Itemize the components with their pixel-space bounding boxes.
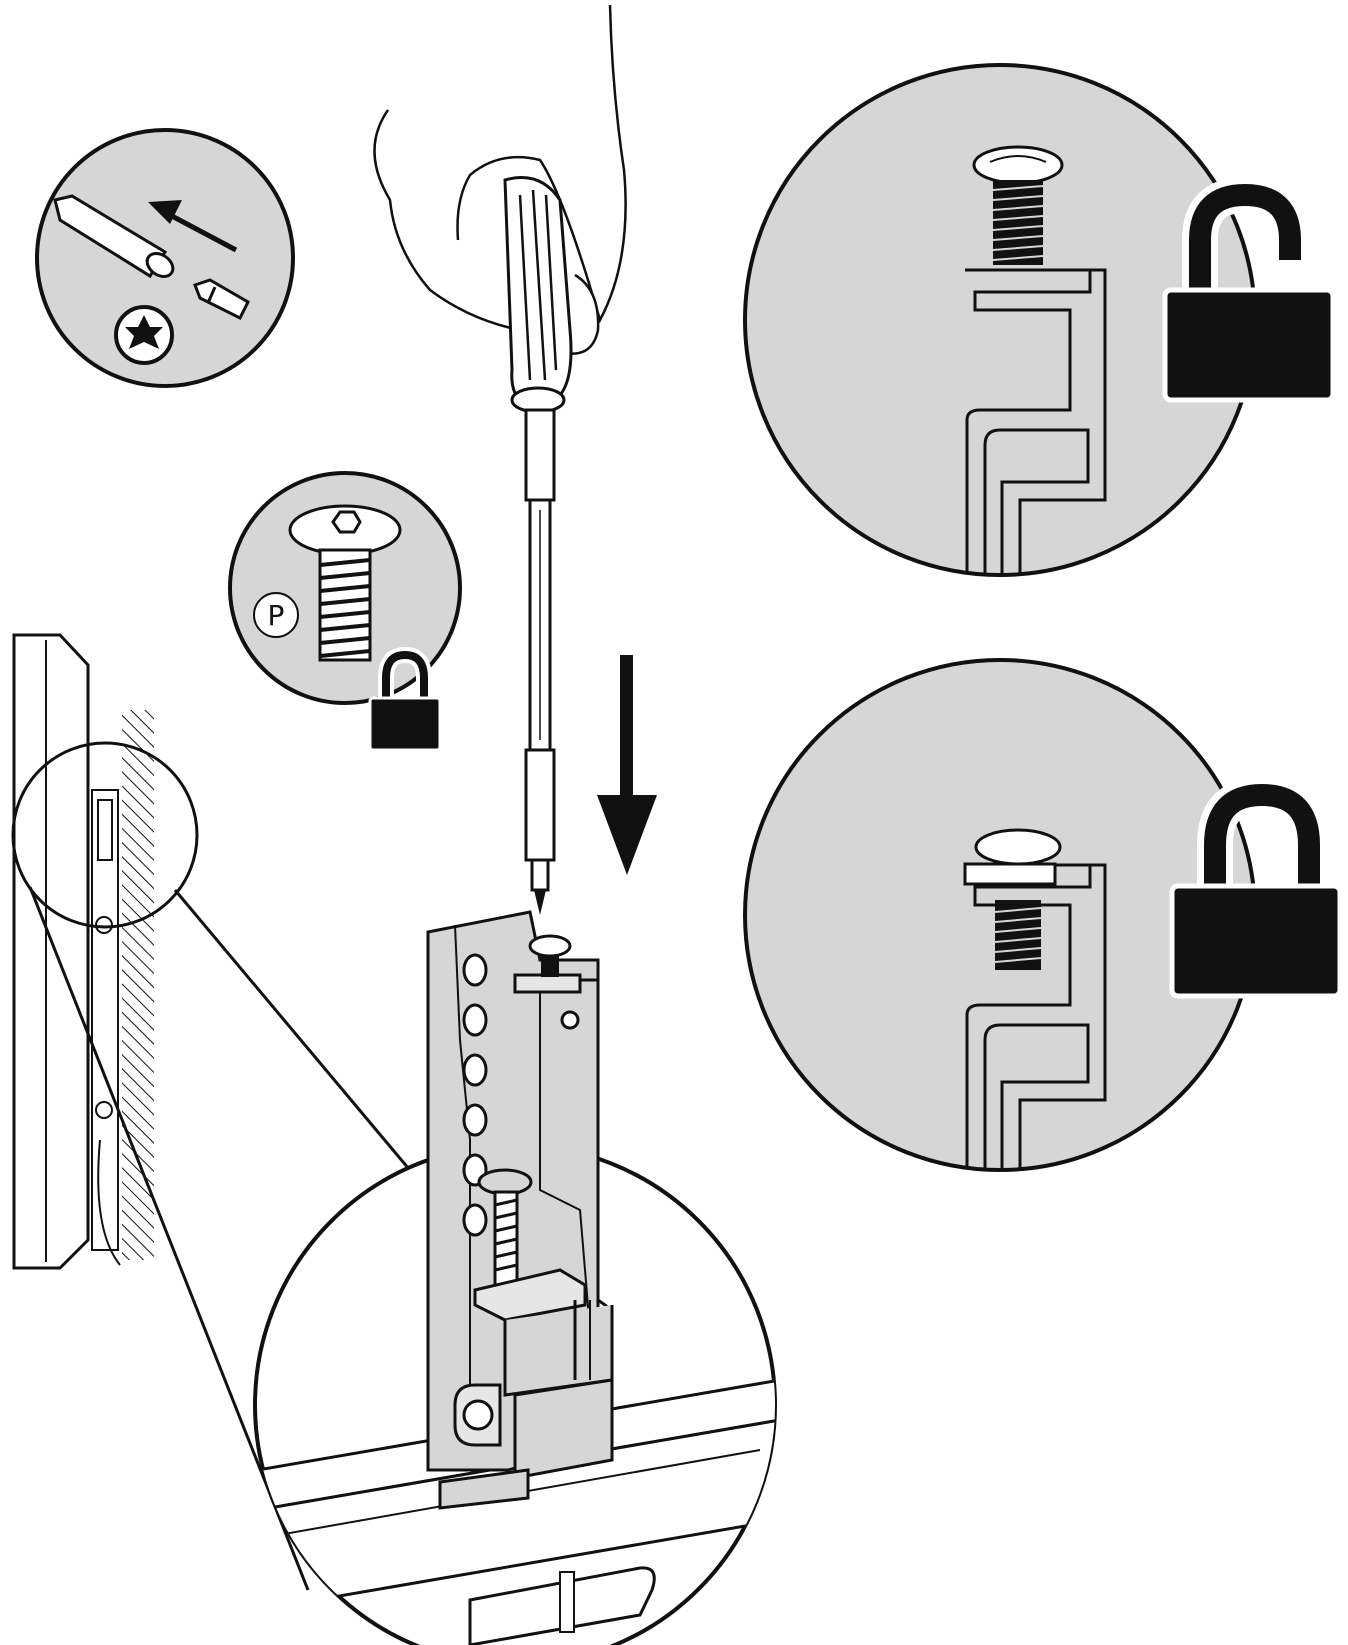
inset-locked xyxy=(743,658,1343,1172)
lock-small-icon xyxy=(368,646,442,752)
unlocked-bracket-profile xyxy=(965,268,1107,575)
lock-locked-icon xyxy=(1169,776,1343,999)
lock-unlocked-icon xyxy=(1162,176,1336,403)
torx-icon xyxy=(114,305,174,365)
connector-line-bottom xyxy=(28,886,310,1591)
wall-bracket xyxy=(91,789,119,1251)
screw-type-badge xyxy=(253,592,299,638)
locked-screw-thread xyxy=(995,900,1041,970)
hand-outline xyxy=(373,4,627,332)
lower-clamp xyxy=(473,1268,587,1322)
arrow-down-icon xyxy=(597,655,657,875)
locked-bracket-profile xyxy=(965,863,1107,1170)
wall-side-view xyxy=(11,633,447,1591)
screwdriver-handle xyxy=(503,176,573,407)
torx-bit xyxy=(193,278,250,321)
connector-line-top xyxy=(173,889,447,1213)
inset-insert-bit xyxy=(35,128,295,388)
unlocked-screw-thread xyxy=(993,180,1043,265)
inset-screw-p: P xyxy=(228,471,462,752)
lower-screw-head xyxy=(477,1168,533,1196)
inset-unlocked xyxy=(743,63,1336,577)
screwdriver-with-hand xyxy=(373,4,627,915)
screw-type-letter: P xyxy=(268,599,285,632)
top-clamp xyxy=(513,973,582,994)
locked-screw-head xyxy=(974,828,1062,866)
lower-screw-thread xyxy=(493,1190,519,1289)
locked-clamp xyxy=(963,862,1057,886)
arrow-left-icon xyxy=(148,200,238,253)
top-screw-head xyxy=(528,934,572,958)
magnified-bracket-view xyxy=(253,910,777,1645)
unlocked-screw-head xyxy=(972,145,1064,185)
wall-hatch xyxy=(122,710,154,1260)
tv-panel xyxy=(12,633,90,1270)
magnifier-small-circle xyxy=(11,741,199,929)
